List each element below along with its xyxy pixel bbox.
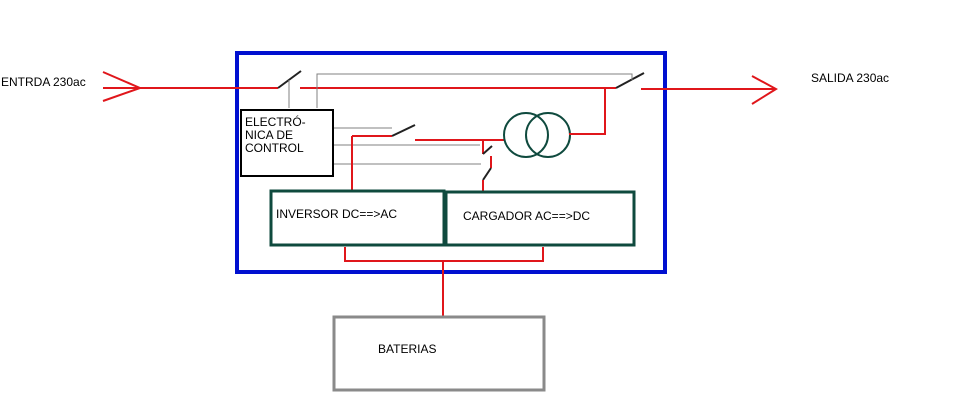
transformer-output-line	[569, 88, 606, 135]
ups-enclosure	[235, 51, 667, 274]
transformer	[503, 112, 571, 158]
output-label: SALIDA 230ac	[811, 71, 890, 85]
input-arrow	[102, 71, 278, 102]
input-switch	[277, 70, 302, 89]
inverter-module	[269, 189, 446, 247]
control-electronics-label: ELECTRÓ- NICA DE CONTROL	[245, 115, 306, 155]
control-electronics-box	[240, 109, 334, 177]
charger-path	[482, 140, 493, 191]
inverter-path	[351, 124, 416, 191]
output-arrow	[641, 75, 778, 105]
charger-module	[444, 190, 636, 247]
batteries-label: BATERIAS	[378, 342, 437, 356]
battery-box	[332, 315, 546, 392]
battery-bus	[344, 247, 544, 317]
charger-label: CARGADOR AC==>DC	[463, 209, 591, 223]
output-switch	[615, 72, 645, 89]
input-label: ENTRDA 230ac	[1, 75, 86, 89]
inverter-label: INVERSOR DC==>AC	[276, 207, 398, 221]
